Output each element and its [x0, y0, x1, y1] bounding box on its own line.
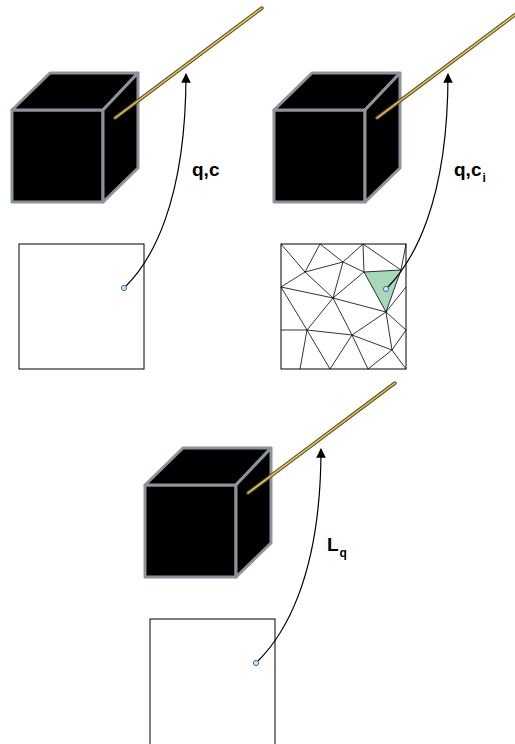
cube	[12, 73, 138, 202]
image-plane	[150, 619, 275, 744]
image-plane	[19, 244, 144, 369]
cube	[274, 73, 400, 202]
subscript: i	[482, 171, 485, 185]
cube	[145, 448, 271, 577]
mapping-label: Lq	[327, 535, 347, 554]
symbol-label: L	[327, 534, 339, 555]
subscript: q	[340, 546, 347, 560]
mapping-arrow	[258, 449, 321, 661]
ray	[377, 8, 515, 118]
triangulation	[281, 244, 406, 369]
mapping-arrow	[126, 74, 186, 286]
mapping-arrow	[388, 74, 448, 287]
sample-point	[253, 660, 258, 665]
image-plane	[281, 244, 406, 369]
sample-point	[121, 285, 126, 290]
symbol-label: q,c	[454, 159, 481, 180]
ray	[248, 383, 395, 493]
mapping-label: q,c	[192, 160, 219, 179]
mapping-label: q,ci	[454, 160, 486, 179]
highlighted-triangle	[364, 270, 401, 312]
symbol-label: q,c	[192, 159, 219, 180]
sample-point	[383, 286, 388, 291]
ray	[115, 8, 262, 118]
